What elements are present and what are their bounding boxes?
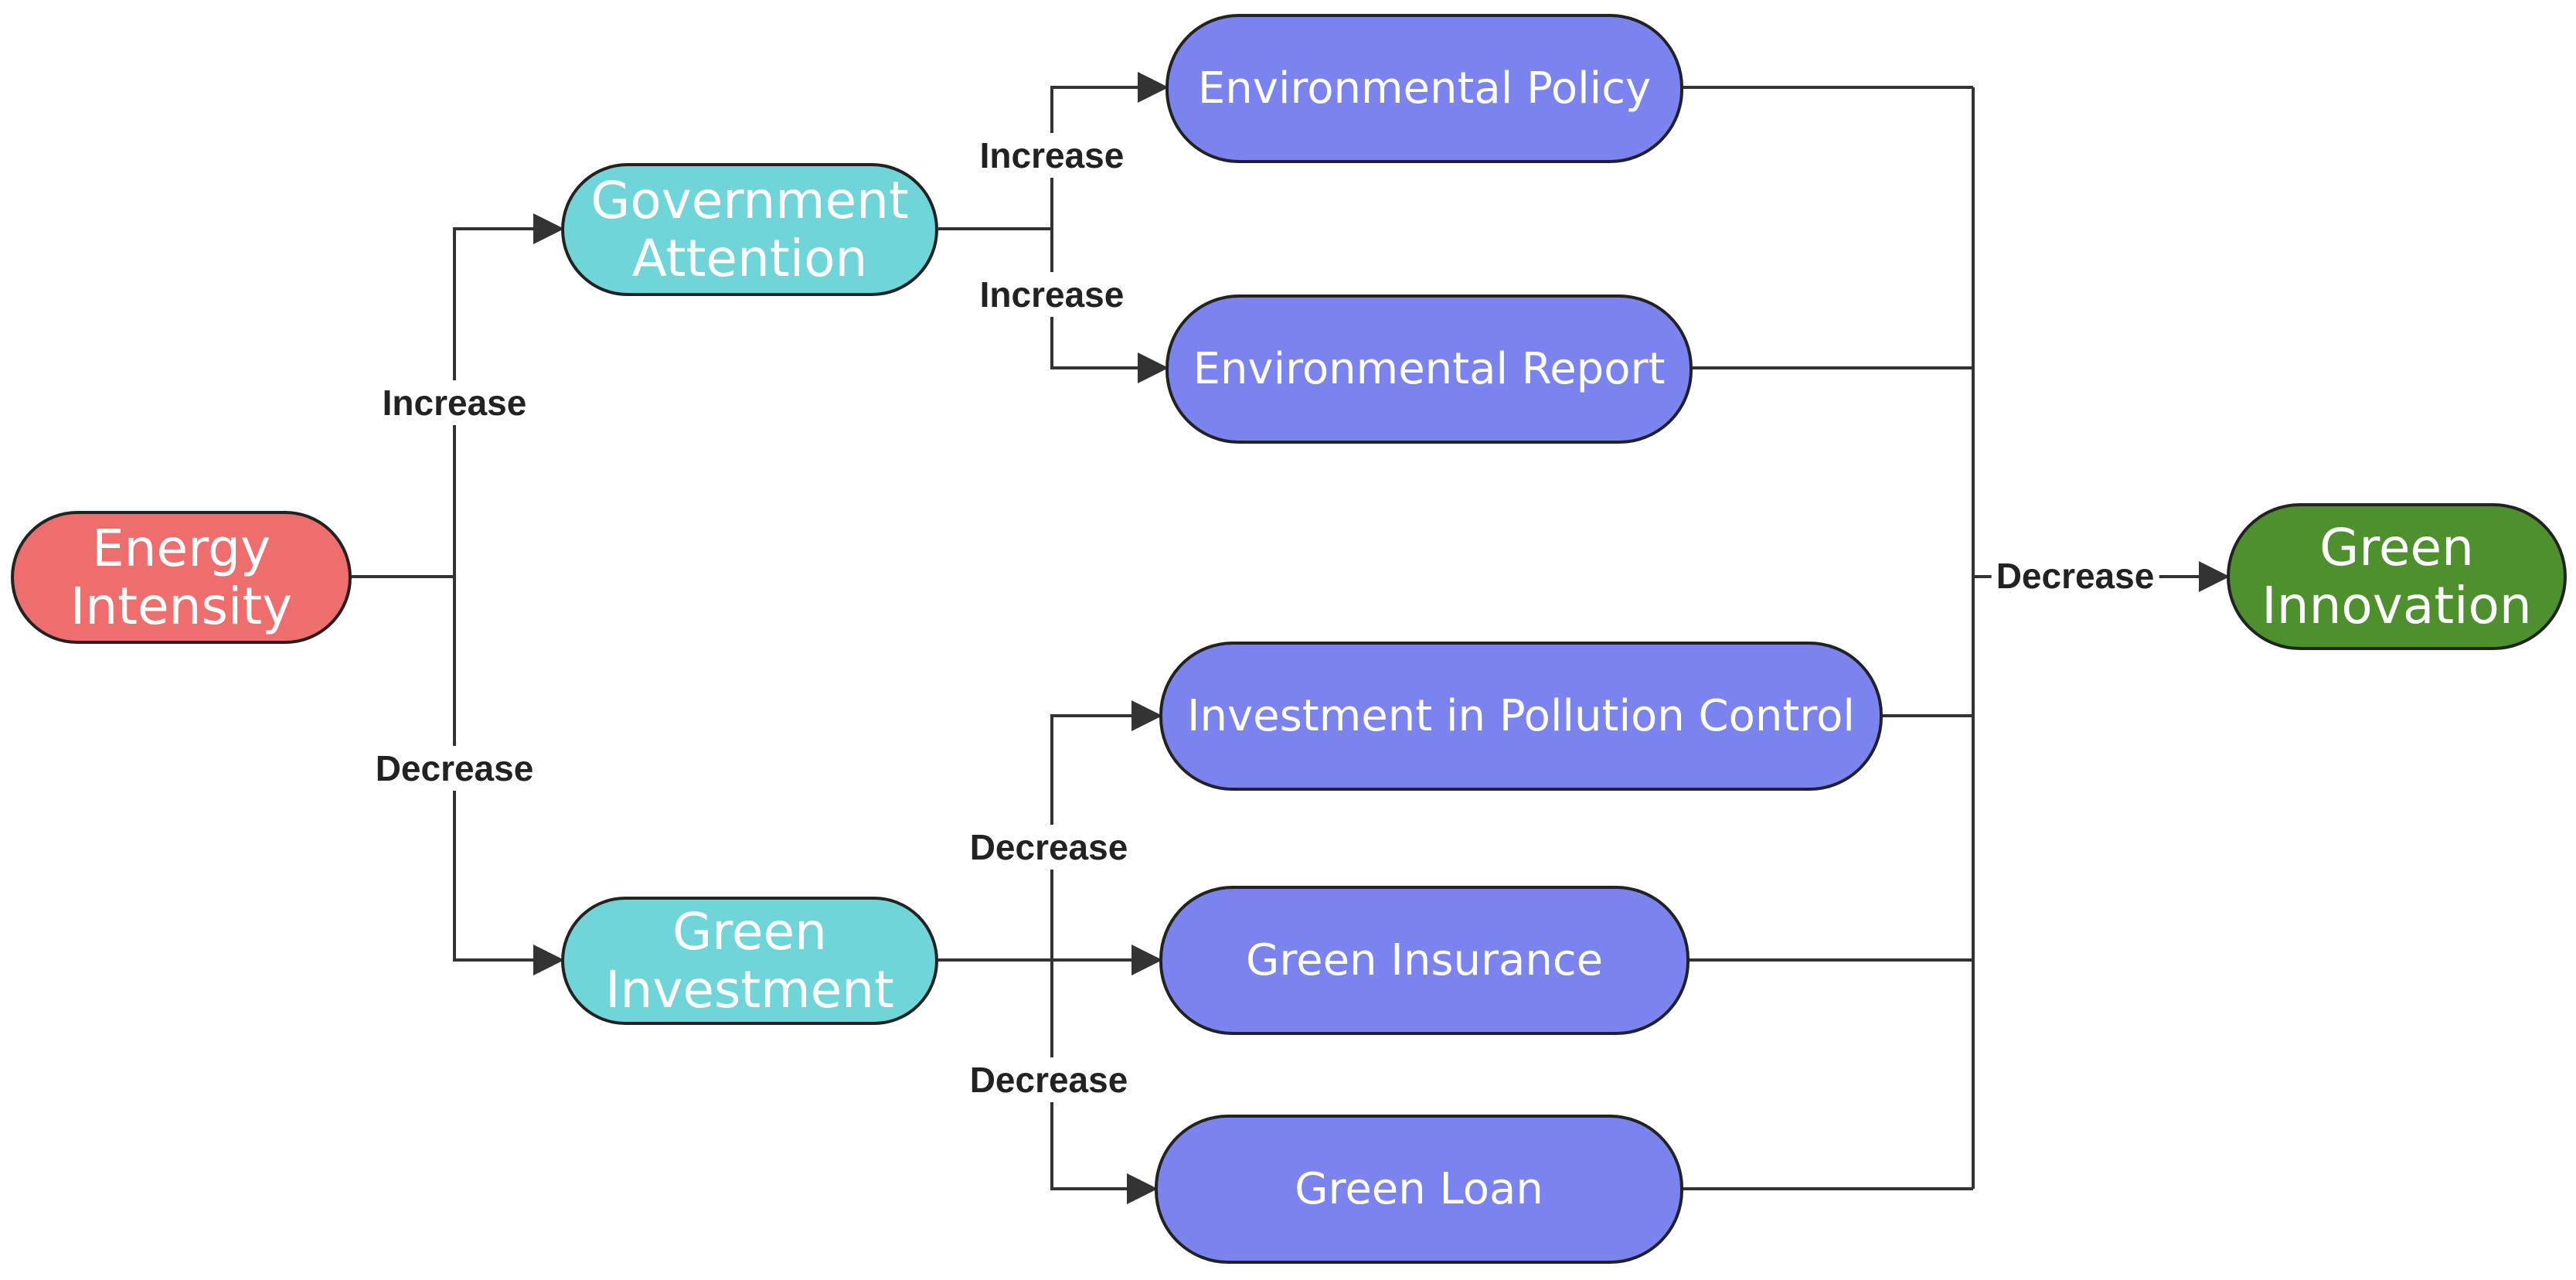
node-green-loan-label: Green Loan: [1295, 1163, 1543, 1214]
node-government-attention-line-2: Attention: [631, 229, 868, 288]
node-green-insurance: Green Insurance: [1159, 886, 1690, 1035]
node-investment-in-pollution-control: Investment in Pollution Control: [1159, 642, 1883, 791]
connector-gi-to-green-loan: [1050, 960, 1158, 1204]
node-energy-intensity-line-2: Intensity: [70, 577, 293, 636]
node-green-investment-line-2: Investment: [605, 960, 894, 1020]
node-government-attention: Government Attention: [561, 163, 938, 296]
edge-label-gi-to-pollution: Decrease: [965, 825, 1133, 870]
connector-ei-to-green-investment: [453, 577, 564, 975]
node-green-investment-line-1: Green: [672, 901, 827, 962]
node-green-investment: Green Investment: [561, 897, 938, 1025]
node-investment-in-pollution-control-label: Investment in Pollution Control: [1187, 690, 1855, 741]
node-green-innovation-line-2: Innovation: [2261, 576, 2532, 635]
node-green-innovation: Green Innovation: [2227, 503, 2567, 650]
connector-gi-to-pollution-control: [1050, 700, 1162, 960]
edge-label-gi-to-loan: Decrease: [965, 1057, 1133, 1102]
edge-label-ei-to-gi: Decrease: [370, 746, 539, 791]
connector-ga-to-environmental-policy: [1050, 72, 1169, 229]
node-energy-intensity-line-1: Energy: [91, 518, 271, 578]
node-environmental-policy: Environmental Policy: [1165, 14, 1683, 163]
node-energy-intensity: Energy Intensity: [11, 511, 352, 644]
node-environmental-report: Environmental Report: [1165, 294, 1693, 444]
edge-label-ga-to-report: Increase: [975, 272, 1129, 317]
edge-label-ga-to-policy: Increase: [975, 133, 1129, 178]
node-green-insurance-label: Green Insurance: [1245, 934, 1604, 986]
connector-ei-to-government-attention: [453, 213, 564, 577]
node-government-attention-line-1: Government: [590, 170, 909, 230]
node-environmental-policy-label: Environmental Policy: [1197, 63, 1652, 114]
edge-label-ei-to-ga: Increase: [377, 380, 532, 425]
node-green-innovation-line-1: Green: [2319, 517, 2474, 577]
node-green-loan: Green Loan: [1155, 1115, 1683, 1264]
node-environmental-report-label: Environmental Report: [1193, 343, 1666, 394]
edge-label-mediators-to-innovation: Decrease: [1991, 553, 2159, 598]
